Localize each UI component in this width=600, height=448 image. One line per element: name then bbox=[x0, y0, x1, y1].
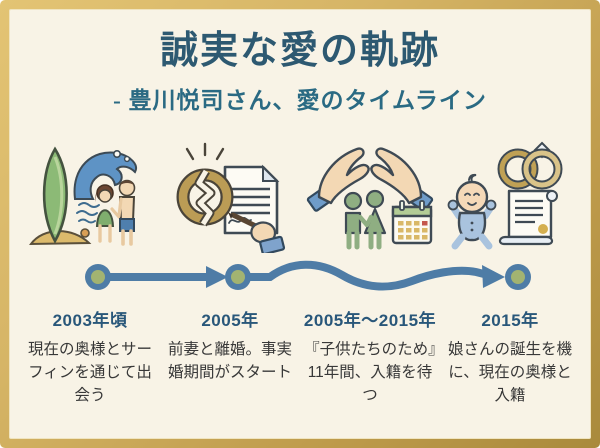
year-labels-row: 2003年頃 2005年 2005年〜2015年 2015年 bbox=[20, 299, 580, 331]
infographic-canvas: 誠実な愛の軌跡 - 豊川悦司さん、愛のタイムライン bbox=[9, 9, 591, 439]
event-description-4: 娘さんの誕生を機に、現在の奥様と入籍 bbox=[440, 331, 580, 408]
header: 誠実な愛の軌跡 - 豊川悦司さん、愛のタイムライン bbox=[10, 10, 590, 115]
illustration-cell-1 bbox=[20, 139, 160, 253]
year-label-2: 2005年 bbox=[201, 310, 259, 330]
page-subtitle: - 豊川悦司さん、愛のタイムライン bbox=[113, 87, 487, 113]
baby-marriage-illustration bbox=[447, 141, 563, 250]
family-protection-illustration bbox=[306, 147, 434, 250]
illustration-cell-3 bbox=[300, 139, 440, 253]
illustration-cell-2 bbox=[160, 139, 300, 253]
divorce-signing-illustration bbox=[176, 142, 286, 253]
year-label-1: 2003年頃 bbox=[52, 310, 128, 330]
timeline-dot-2015 bbox=[505, 263, 531, 290]
descriptions-row: 現在の奥様とサーフィンを通じて出会う 前妻と離婚。事実婚期間がスタート 『子供た… bbox=[20, 331, 580, 408]
year-label-4: 2015年 bbox=[481, 310, 539, 330]
event-description-text: 娘さんの誕生を機に、現在の奥様と入籍 bbox=[447, 340, 572, 405]
illustration-cell-4 bbox=[440, 139, 580, 253]
arrowhead-icon bbox=[206, 265, 228, 288]
year-label-3: 2005年〜2015年 bbox=[303, 310, 437, 330]
surf-meeting-illustration bbox=[29, 146, 137, 246]
illustration-row bbox=[20, 139, 580, 253]
event-description-text: 現在の奥様とサーフィンを通じて出会う bbox=[27, 340, 152, 405]
page-title: 誠実な愛の軌跡 bbox=[159, 30, 440, 72]
event-description-1: 現在の奥様とサーフィンを通じて出会う bbox=[20, 331, 160, 408]
event-description-text: 前妻と離婚。事実婚期間がスタート bbox=[167, 340, 292, 381]
timeline-arrow-graphic bbox=[85, 260, 531, 291]
arrowhead-icon bbox=[482, 264, 505, 288]
event-description-2: 前妻と離婚。事実婚期間がスタート bbox=[160, 331, 300, 408]
event-description-text: 『子供たちのため』11年間、入籍を待つ bbox=[304, 340, 436, 405]
event-description-3: 『子供たちのため』11年間、入籍を待つ bbox=[300, 331, 440, 408]
timeline bbox=[20, 255, 580, 299]
timeline-dot-2003 bbox=[85, 263, 111, 290]
timeline-dot-2005 bbox=[225, 263, 251, 290]
